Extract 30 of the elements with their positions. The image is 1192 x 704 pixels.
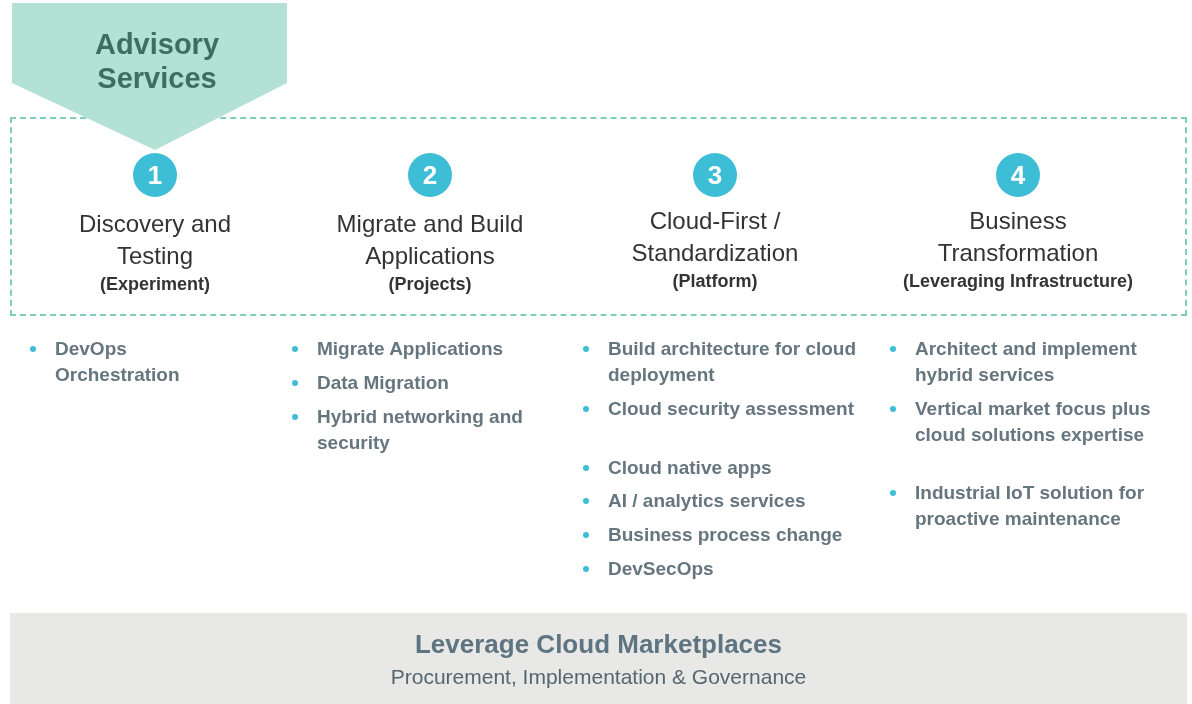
footer-band	[10, 613, 1187, 704]
phase-subtitle: (Leveraging Infrastructure)	[901, 271, 1134, 292]
bullet-item: Hybrid networking and security	[317, 405, 524, 455]
step-number-badge: 1	[133, 153, 177, 197]
phase-title: Cloud-First / Standardization	[630, 206, 800, 268]
bullet-item: Business process change	[608, 523, 844, 547]
dashed-frame	[10, 117, 1187, 316]
bullet-item: Cloud security assessment	[608, 397, 856, 421]
step-number-badge: 4	[996, 153, 1040, 197]
band-title: Leverage Cloud Marketplaces	[413, 629, 783, 660]
phase-subtitle: (Projects)	[387, 274, 473, 295]
bullet-item: Build architecture for cloud deployment	[608, 337, 858, 387]
phase-subtitle: (Platform)	[671, 271, 759, 292]
band-subtitle: Procurement, Implementation & Governance	[389, 665, 808, 689]
step-number-badge: 3	[693, 153, 737, 197]
bullet-item: DevSecOps	[608, 557, 715, 581]
bullet-item: Industrial IoT solution for proactive maintenance	[915, 481, 1146, 531]
bullet-item: Architect and implement hybrid services	[915, 337, 1138, 387]
phase-title: Migrate and Build Applications	[335, 209, 525, 271]
bullet-item: AI / analytics services	[608, 489, 807, 513]
phase-title: Discovery and Testing	[77, 209, 233, 271]
bullet-item: Migrate Applications	[317, 337, 505, 361]
banner-title: Advisory Services	[93, 27, 221, 95]
bullet-item: Data Migration	[317, 371, 450, 395]
bullet-item: DevOps Orchestration	[55, 337, 181, 387]
bullet-item: Vertical market focus plus cloud solutions expertise	[915, 397, 1152, 447]
bullet-item: Cloud native apps	[608, 456, 773, 480]
phase-title: Business Transformation	[936, 206, 1100, 268]
phase-subtitle: (Experiment)	[99, 274, 211, 295]
step-number-badge: 2	[408, 153, 452, 197]
